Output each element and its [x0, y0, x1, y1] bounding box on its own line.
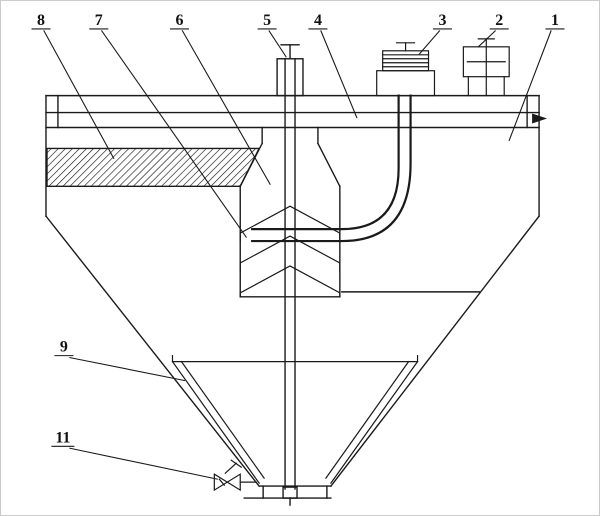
- callout-2: [477, 28, 509, 48]
- callout-3: [418, 28, 452, 55]
- callout-11: [51, 445, 218, 480]
- callout-1: [508, 28, 565, 142]
- bottom-outlet: [243, 485, 332, 499]
- inclined-plate-hatched: [46, 147, 261, 187]
- callout-4: [308, 28, 358, 119]
- callout-label-8: 8: [37, 12, 45, 29]
- callout-label-2: 2: [495, 12, 503, 29]
- feed-box: [462, 38, 510, 97]
- callouts: [31, 28, 565, 480]
- callout-6: [169, 28, 271, 186]
- callout-label-7: 7: [95, 12, 103, 29]
- callout-5: [257, 28, 287, 58]
- callout-7: [89, 28, 247, 238]
- cone-deflectors: [239, 205, 341, 298]
- agitator-shaft: [276, 44, 304, 506]
- callout-label-4: 4: [314, 12, 322, 29]
- callout-9: [54, 355, 186, 382]
- discharge-valve: [213, 459, 257, 492]
- callout-label-6: 6: [175, 12, 183, 29]
- feed-pipe: [251, 94, 412, 243]
- tank-shell: [45, 94, 541, 488]
- callout-label-9: 9: [60, 339, 68, 356]
- callout-label-1: 1: [551, 12, 559, 29]
- callout-label-11: 11: [55, 429, 70, 446]
- callout-label-5: 5: [263, 12, 271, 29]
- weld-mark: [532, 113, 548, 124]
- motor-unit: [376, 42, 436, 97]
- callout-labels: 8 7 6 5 4 3 2 1 9 11: [37, 12, 559, 446]
- inner-cone: [171, 355, 419, 484]
- callout-label-3: 3: [438, 12, 446, 29]
- callout-8: [31, 28, 115, 160]
